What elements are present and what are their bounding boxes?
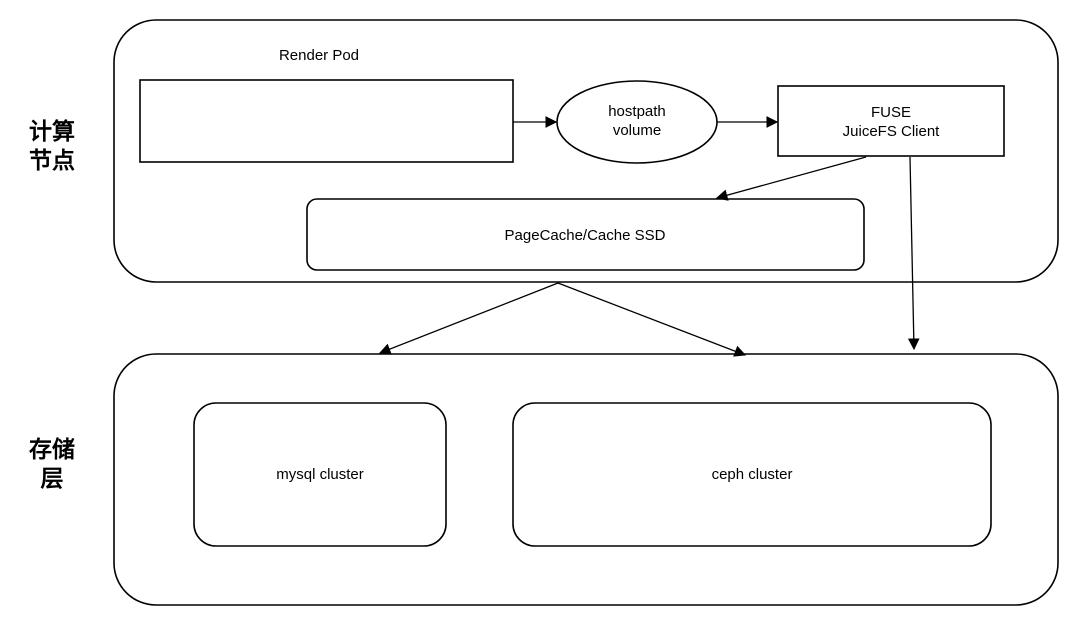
edge-fuse-to-storage [907, 156, 920, 351]
mysql-cluster-box [193, 402, 447, 547]
render-pod-label: Render Pod [279, 47, 359, 64]
render-pod-box [139, 79, 514, 163]
fuse-juicefs-client-box [777, 85, 1005, 157]
pagecache-cache-ssd-label: PageCache/Cache SSD [505, 227, 666, 244]
storage-layer-label-line1: 存储 [29, 436, 75, 463]
hostpath-volume-label-line2: volume [613, 122, 661, 139]
edge-fuse-to-pagecache [715, 156, 867, 201]
edge-pagecache-to-mysql [378, 282, 559, 355]
compute-node-label-line2: 节点 [29, 148, 75, 174]
storage-layer-label-line2: 层 [41, 466, 64, 492]
hostpath-volume-label-line1: hostpath [608, 103, 666, 120]
edge-pagecache-to-ceph [557, 282, 747, 357]
ceph-cluster-label: ceph cluster [712, 466, 793, 483]
pagecache-cache-ssd-box [306, 198, 865, 271]
juicefs-client-label: JuiceFS Client [843, 123, 941, 140]
mysql-cluster-label: mysql cluster [276, 466, 364, 483]
ceph-cluster-box [512, 402, 992, 547]
fuse-label: FUSE [871, 104, 911, 121]
compute-node-label-line1: 计算 [29, 118, 75, 145]
